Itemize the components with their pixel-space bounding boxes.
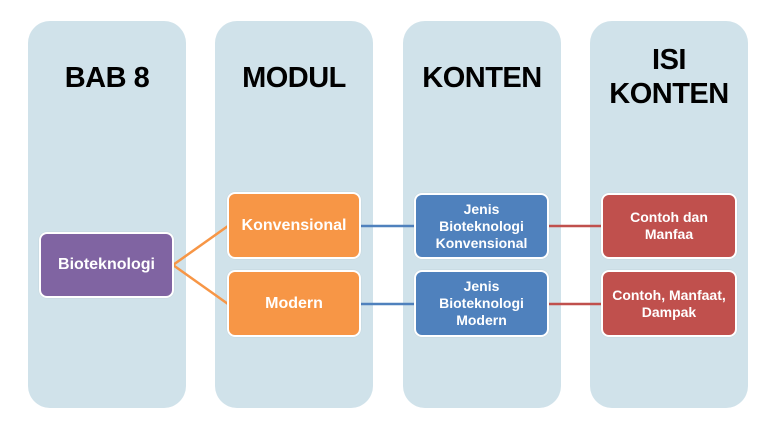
column-bab: BAB 8 (28, 21, 186, 408)
column-title-isi-konten: ISI KONTEN (590, 43, 748, 111)
node-label-line: Jenis (463, 200, 500, 217)
node-label-line: Manfaa (644, 226, 694, 242)
node-modul-konvensional: Konvensional (227, 192, 361, 259)
node-label-line: Bioteknologi (439, 217, 524, 234)
column-title-line: KONTEN (609, 78, 729, 110)
node-label-line: Contoh, Manfaat, (612, 286, 726, 303)
node-label-line: Modern (456, 312, 507, 328)
column-title-modul: MODUL (242, 62, 346, 94)
column-title-line: ISI (652, 44, 686, 76)
node-label-line: Dampak (641, 303, 697, 320)
node-label-line: Contoh dan (630, 209, 708, 225)
column-title-konten: KONTEN (422, 62, 542, 94)
node-konten-konvensional: Jenis Bioteknologi Konvensional (414, 193, 549, 259)
node-modul-modern: Modern (227, 270, 361, 337)
node-label-line: Konvensional (435, 234, 528, 251)
connector-root-konvensional (172, 224, 229, 267)
node-isi-konten-1: Contoh dan Manfaa (601, 193, 737, 259)
node-label-line: Jenis (463, 278, 500, 294)
node-konten-modern: Jenis Bioteknologi Modern (414, 270, 549, 337)
node-isi-konten-2: Contoh, Manfaat, Dampak (601, 270, 737, 337)
node-label: Konvensional (241, 216, 347, 234)
node-label: Modern (265, 294, 323, 312)
connector-root-modern (172, 263, 229, 306)
node-bioteknologi: Bioteknologi (39, 232, 174, 298)
node-label: Bioteknologi (58, 256, 155, 273)
node-label-line: Bioteknologi (439, 295, 524, 311)
column-title-bab: BAB 8 (64, 62, 150, 94)
